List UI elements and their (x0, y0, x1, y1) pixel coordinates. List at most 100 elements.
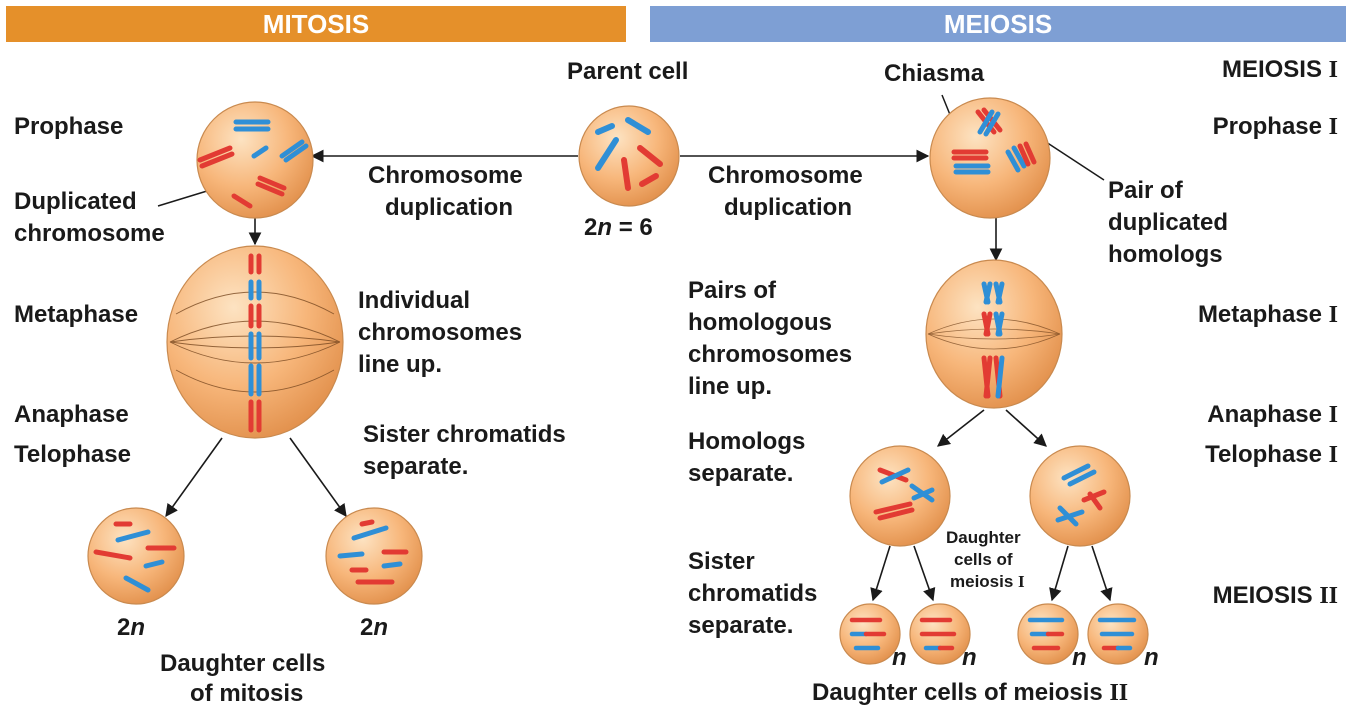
mitosis-daughter-right-n: n (373, 614, 389, 641)
mitosis-prophase-blue-2 (279, 139, 305, 159)
meiosis2-title-text: MEIOSIS (1212, 582, 1313, 609)
homologs-separate-2: separate. (688, 460, 794, 487)
mitosis-metaphase-cell (166, 245, 344, 439)
anaphase1-label: Anaphase I (1207, 399, 1338, 431)
meiosis-metaphase1-cell-body (925, 259, 1063, 409)
telophase1-text: Telophase (1205, 441, 1322, 468)
daughter-meiosis1-2: cells of (954, 550, 1013, 569)
arrow-mitosis-metaphase-to-right-daughter (289, 437, 347, 518)
mitosis-lineup-1: Individual (358, 287, 471, 314)
daughter-meiosis2-label: Daughter cells of meiosis II (812, 677, 1128, 709)
mitosis-sister-1: Sister chromatids (363, 421, 566, 448)
mitosis-daughter-left-num: 2 (117, 614, 131, 641)
parent-chromosome-blue-3 (595, 137, 619, 171)
mitosis-prophase-red-3 (231, 193, 253, 209)
pair-homologs-3: homologs (1108, 241, 1223, 268)
arrow-meiosis1-right-to-d4 (1091, 545, 1113, 602)
meiosis1-daughter-right-body (1029, 445, 1131, 547)
mitosis-header: MITOSIS (6, 6, 626, 42)
mitosis-header-label: MITOSIS (262, 8, 370, 39)
mitosis-lineup-2: chromosomes (358, 319, 523, 346)
arrow-mitosis-metaphase-to-left-daughter (165, 437, 223, 518)
mitosis-anaphase-label: Anaphase (14, 401, 129, 428)
parent-ploidy-n: n (597, 214, 613, 241)
parent-ploidy-suffix: = 6 (612, 214, 653, 241)
meiosis2-title: MEIOSIS II (1213, 580, 1338, 612)
homolog-pair-pointer (1045, 141, 1105, 181)
mitosis-daughter-cell-left (87, 507, 185, 605)
mitosis-spindle-fibers (169, 291, 341, 393)
parent-chromosome-red-2 (621, 157, 631, 191)
arrow-meiosis1-right-to-d3 (1049, 545, 1069, 602)
metaphase1-label: Metaphase I (1198, 299, 1338, 331)
pair-homologs-1: Pair of (1108, 177, 1183, 204)
metaphase1-text: Metaphase (1197, 301, 1322, 328)
daughter-meiosis1-roman: I (1018, 572, 1025, 591)
homologs-separate-1: Homologs (688, 428, 806, 455)
mitosis-telophase-label: Telophase (14, 441, 131, 468)
mitosis-prophase-red-2 (257, 175, 287, 191)
mitosis-chromosome-duplication-2: duplication (385, 194, 513, 221)
parent-cell-label: Parent cell (567, 58, 689, 85)
meiosis1-title-text: MEIOSIS (1221, 56, 1322, 83)
mitosis-daughter-right-ploidy: 2n (360, 612, 388, 644)
homologous-lineup-2: homologous (688, 309, 832, 336)
meiosis2-title-roman: II (1319, 583, 1338, 609)
mitosis-prophase-red-1 (197, 145, 233, 163)
mitosis-lineup-3: line up. (358, 351, 442, 378)
meiosis1-daughter-right (1029, 445, 1131, 547)
parent-cell (578, 105, 680, 207)
parent-chromosome-red-1 (637, 145, 663, 167)
pair-homologs-2: duplicated (1108, 209, 1229, 236)
mitosis-prophase-blue-2b (283, 143, 309, 163)
mitosis-daughter-cells-1: Daughter cells (160, 650, 326, 677)
mitosis-sister-2: separate. (363, 453, 469, 480)
meiosis2-daughter-3 (1017, 603, 1079, 665)
meiosis-sister-3: separate. (688, 612, 794, 639)
anaphase1-text: Anaphase (1207, 401, 1322, 428)
meiosis-header: MEIOSIS (650, 6, 1346, 42)
meiosis2-n-3: n (1072, 644, 1087, 671)
arrow-meiosis1-left-to-d2 (913, 545, 936, 602)
parent-chromosome-red-3 (639, 173, 659, 187)
prophase1-roman: I (1328, 114, 1338, 140)
parent-ploidy: 2n = 6 (584, 212, 653, 244)
anaphase1-roman: I (1328, 402, 1338, 428)
meiosis2-n-1: n (892, 644, 907, 671)
meiosis-sister-2: chromatids (688, 580, 818, 607)
meiosis2-n-4: n (1144, 644, 1159, 671)
chiasma-label: Chiasma (884, 60, 985, 87)
parent-ploidy-prefix: 2 (584, 214, 598, 241)
meiosis-prophase1-cell (929, 97, 1051, 219)
meiosis1-daughter-left (849, 445, 951, 547)
daughter-meiosis1-1: Daughter (946, 528, 1021, 547)
metaphase1-roman: I (1328, 302, 1338, 328)
meiosis2-daughter-4 (1087, 603, 1149, 665)
arrow-meiosis1-left-to-d1 (870, 545, 891, 602)
mitosis-daughter-left-body (87, 507, 185, 605)
mitosis-prophase-red-2b (255, 181, 285, 197)
meiosis-prophase1-cell-body (929, 97, 1051, 219)
mitosis-prophase-red-1b (199, 151, 235, 169)
homologous-lineup-4: line up. (688, 373, 772, 400)
telophase1-label: Telophase I (1205, 439, 1338, 471)
mitosis-metaphase-label: Metaphase (14, 301, 139, 328)
parent-chromosome-blue-2 (625, 117, 651, 135)
meiosis-chromosome-duplication-1: Chromosome (708, 162, 863, 189)
mitosis-chromosome-duplication-1: Chromosome (368, 162, 523, 189)
mitosis-daughter-cells-2: of mitosis (190, 680, 304, 707)
arrow-meiosis-metaphase-to-left (936, 409, 985, 447)
meiosis1-daughter-left-body (849, 445, 951, 547)
mitosis-daughter-cell-right (325, 507, 423, 605)
prophase1-text: Prophase (1212, 113, 1322, 140)
daughter-meiosis2-text: Daughter cells of meiosis (812, 679, 1103, 706)
mitosis-daughter-left-n: n (130, 614, 146, 641)
prophase1-label: Prophase I (1213, 111, 1338, 143)
telophase1-roman: I (1328, 442, 1338, 468)
daughter-meiosis1-3: meiosis I (950, 572, 1025, 592)
mitosis-daughter-left-ploidy: 2n (117, 612, 145, 644)
daughter-meiosis1-3-text: meiosis (950, 572, 1014, 591)
meiosis1-title: MEIOSIS I (1222, 54, 1338, 86)
meiosis1-title-roman: I (1328, 57, 1338, 83)
